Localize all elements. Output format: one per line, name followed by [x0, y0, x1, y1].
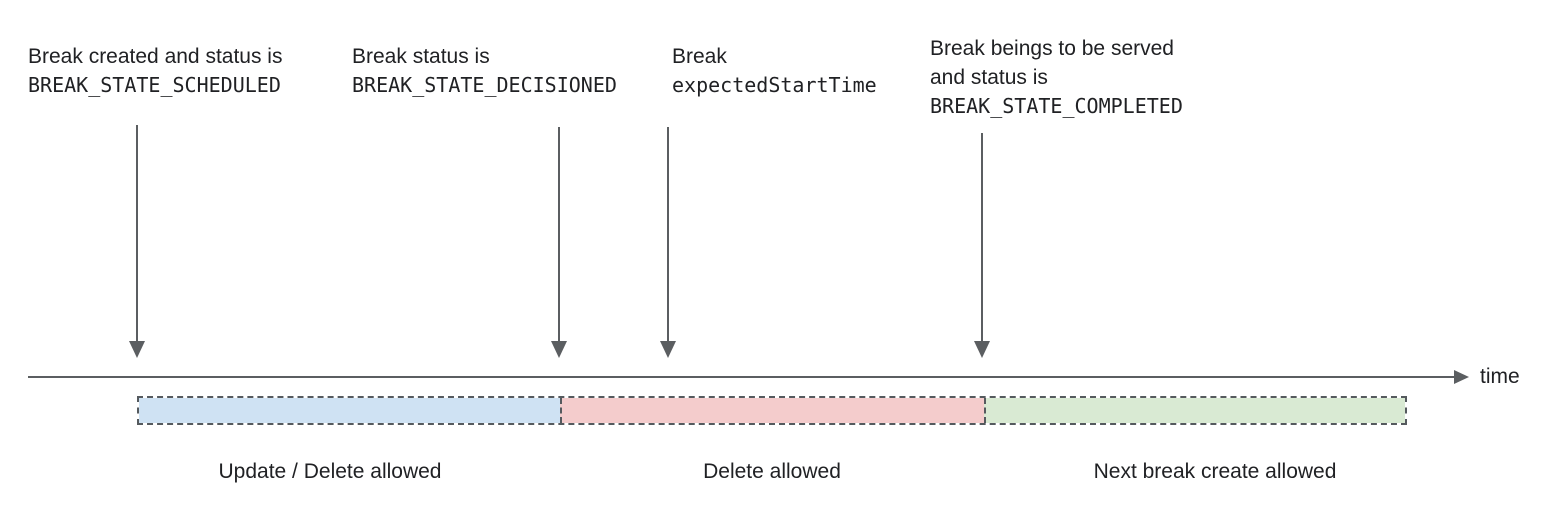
annotation-text: Break status is	[352, 45, 490, 68]
down-arrow-icon	[129, 125, 145, 358]
annotation-code-text: BREAK_STATE_DECISIONED	[352, 73, 617, 97]
time-axis-arrow-icon	[1454, 370, 1469, 384]
down-arrow-icon	[551, 127, 567, 358]
annotation-text: and status is	[930, 66, 1048, 89]
arrow-head	[974, 341, 990, 358]
segment-delete-allowed	[560, 398, 984, 423]
segment-next-break-create-allowed	[984, 398, 1405, 423]
segment-label-delete: Delete allowed	[703, 460, 841, 483]
segment-update-delete-allowed	[139, 398, 560, 423]
annotation-text: Break created and status is	[28, 45, 283, 68]
arrow-head	[660, 341, 676, 358]
arrow-shaft	[558, 127, 560, 341]
time-axis-label: time	[1480, 365, 1520, 388]
arrow-head	[129, 341, 145, 358]
arrow-shaft	[136, 125, 138, 341]
annotation-break-scheduled: Break created and status is BREAK_STATE_…	[28, 42, 282, 100]
arrow-head	[551, 341, 567, 358]
annotation-break-completed: Break beings to be served and status is …	[930, 34, 1183, 121]
annotation-text: Break	[672, 45, 727, 68]
annotation-code-text: BREAK_STATE_COMPLETED	[930, 94, 1183, 118]
segment-label-next-break-create: Next break create allowed	[1093, 460, 1337, 483]
down-arrow-icon	[660, 127, 676, 358]
down-arrow-icon	[974, 133, 990, 358]
period-bar	[137, 396, 1407, 425]
annotation-text: Break beings to be served	[930, 37, 1174, 60]
arrow-shaft	[667, 127, 669, 341]
segment-label-update-delete: Update / Delete allowed	[218, 460, 442, 483]
arrow-shaft	[981, 133, 983, 341]
annotation-break-decisioned: Break status is BREAK_STATE_DECISIONED	[352, 42, 617, 100]
annotation-code-text: expectedStartTime	[672, 73, 877, 97]
time-axis-line	[28, 376, 1455, 378]
annotation-code-text: BREAK_STATE_SCHEDULED	[28, 73, 281, 97]
annotation-expected-start-time: Break expectedStartTime	[672, 42, 877, 100]
